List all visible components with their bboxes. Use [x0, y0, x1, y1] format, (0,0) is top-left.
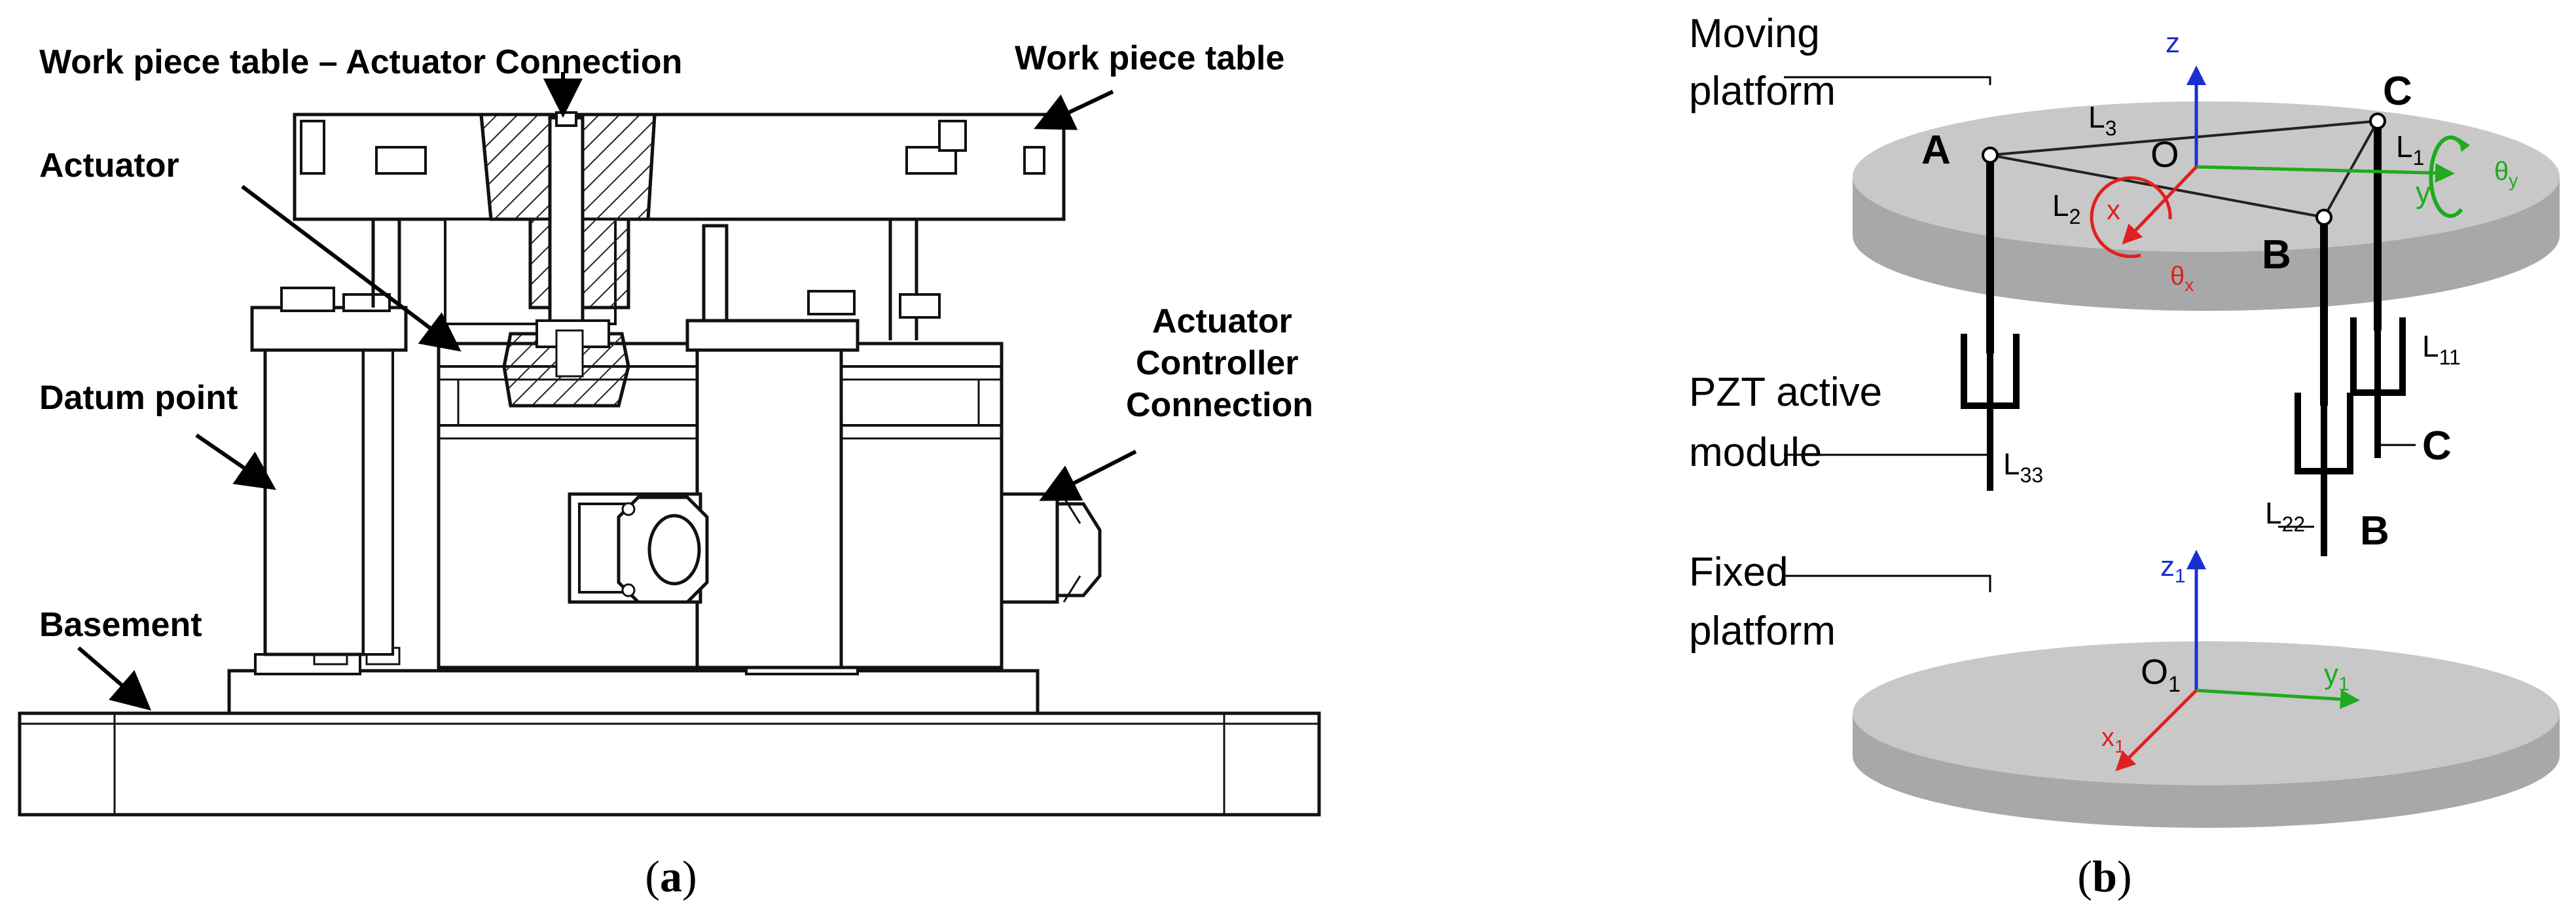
arrow-basement — [77, 646, 152, 711]
label-theta-x: θx — [2170, 262, 2194, 295]
label-l3: L3 — [2088, 100, 2116, 140]
theta-y-arc — [2429, 135, 2463, 218]
leader-lines — [1784, 76, 2416, 592]
pzt-legs — [1961, 121, 2406, 556]
label-l11: L11 — [2422, 329, 2461, 369]
label-basement: Basement — [39, 606, 202, 644]
label-datum-point: Datum point — [39, 379, 238, 417]
arrow-work-piece-table — [1034, 90, 1114, 130]
label-l22: L22 — [2265, 496, 2305, 536]
label-moving-1: Moving — [1689, 11, 1820, 56]
label-wp-actuator-connection: Work piece table – Actuator Connection — [39, 43, 682, 81]
label-axis-x: x — [2107, 194, 2120, 225]
joint-b — [2315, 209, 2332, 226]
label-point-b: B — [2262, 232, 2291, 277]
theta-x-arc — [2090, 176, 2172, 258]
label-theta-y: θy — [2494, 157, 2518, 190]
leg-c-module — [2350, 317, 2406, 458]
panel-a-labels: Work piece table – Actuator Connection W… — [39, 39, 1313, 644]
label-axis-y1: y1 — [2324, 658, 2349, 695]
label-axis-x1: x1 — [2101, 723, 2125, 756]
label-work-piece-table: Work piece table — [1015, 39, 1284, 77]
label-pzt-2: module — [1689, 430, 1822, 475]
panel-a-arrows — [77, 72, 1137, 711]
moving-frame-axes — [2090, 65, 2470, 258]
label-origin1: O1 — [2141, 652, 2181, 697]
label-actuator-controller-1: Actuator — [1152, 302, 1292, 340]
label-origin: O — [2150, 133, 2179, 175]
label-actuator-controller-2: Controller — [1136, 344, 1298, 382]
label-point-a: A — [1921, 128, 1951, 173]
datum-column-right — [695, 345, 843, 669]
fixed-platform — [1853, 641, 2560, 828]
panel-b-labels: Moving platform PZT active module Fixed … — [1689, 11, 2518, 756]
arrow-datum-point — [195, 433, 276, 490]
label-actuator-controller-3: Connection — [1126, 386, 1313, 424]
panel-a-drawing — [18, 111, 1321, 817]
label-moving-2: platform — [1689, 69, 1836, 114]
x-axis — [2122, 166, 2198, 245]
label-l2: L2 — [2052, 188, 2080, 228]
label-fixed-1: Fixed — [1689, 550, 1788, 595]
label-l33: L33 — [2003, 447, 2043, 487]
mounting-plate — [227, 669, 1040, 715]
label-axis-z1: z1 — [2160, 550, 2186, 587]
basement-plate — [18, 711, 1321, 817]
leg-b-module — [2295, 393, 2353, 556]
controller-connector — [1000, 492, 1059, 604]
fixed-frame-axes — [2115, 550, 2360, 772]
x1-axis — [2115, 689, 2198, 772]
datum-column-left — [263, 348, 365, 656]
label-point-c: C — [2383, 69, 2412, 114]
label-actuator: Actuator — [39, 147, 179, 185]
label-leg-b: B — [2360, 508, 2389, 554]
caption-b: (b) — [2077, 851, 2132, 901]
joint-a — [1982, 147, 1999, 164]
y-axis — [2196, 163, 2455, 183]
moving-platform — [1853, 101, 2560, 311]
label-pzt-1: PZT active — [1689, 370, 1882, 415]
y1-axis — [2196, 688, 2360, 709]
label-axis-z: z — [2166, 27, 2180, 59]
caption-a: (a) — [645, 851, 697, 901]
arrow-controller — [1039, 450, 1137, 501]
arrow-actuator — [241, 185, 462, 352]
joint-c — [2369, 113, 2386, 130]
leg-a-module — [1961, 334, 2020, 491]
label-axis-y: y — [2416, 175, 2431, 209]
label-leg-c: C — [2422, 423, 2452, 469]
label-fixed-2: platform — [1689, 609, 1836, 654]
label-l1: L1 — [2396, 130, 2424, 169]
